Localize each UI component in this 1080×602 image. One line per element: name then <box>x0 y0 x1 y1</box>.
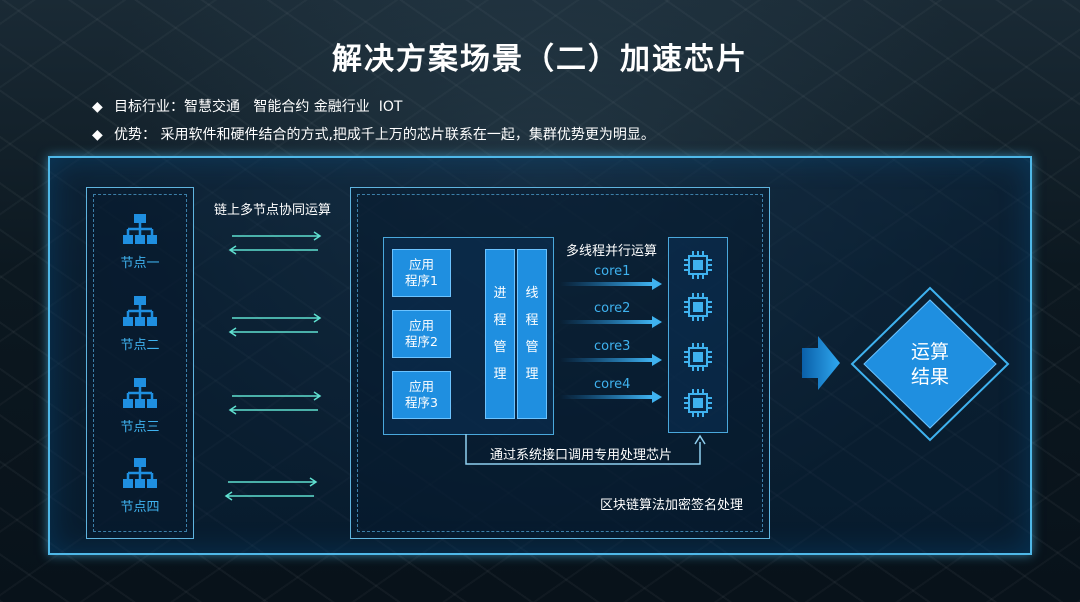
app-label-line2: 程序1 <box>405 273 438 288</box>
node-label: 节点一 <box>120 256 160 271</box>
app-label-line2: 程序2 <box>405 334 438 349</box>
manager-label: 线程管理 <box>525 286 539 382</box>
network-tree-icon <box>123 214 157 244</box>
nodes-panel-inner <box>93 194 187 532</box>
arrow-right-icon <box>560 391 662 403</box>
app-box-1: 应用程序1 <box>392 249 451 297</box>
app-label-line1: 应用 <box>408 257 434 272</box>
chain-label: 链上多节点协同运算 <box>214 203 332 218</box>
double-arrow-icon <box>228 231 322 255</box>
core-label: core4 <box>594 377 631 392</box>
bullet-advantage: ◆ 优势： 采用软件和硬件结合的方式,把成千上万的芯片联系在一起，集群优势更为明显… <box>92 124 655 144</box>
network-tree-icon <box>123 378 157 408</box>
node-label: 节点四 <box>120 500 160 515</box>
node-2: 节点二 <box>100 294 180 353</box>
chip-icon <box>684 251 712 279</box>
bullet-text: 目标行业：智慧交通 智能合约 金融行业 IOT <box>114 99 403 115</box>
network-tree-icon <box>123 458 157 488</box>
chip-icon <box>684 343 712 371</box>
double-arrow-icon <box>228 391 322 415</box>
process-manager-box: 进程管理 <box>485 249 515 419</box>
result-arrow-icon <box>802 336 840 390</box>
arrow-right-icon <box>560 354 662 366</box>
result-diamond <box>850 286 1010 442</box>
bullet-target-industry: ◆ 目标行业：智慧交通 智能合约 金融行业 IOT <box>92 96 402 116</box>
app-box-3: 应用程序3 <box>392 371 451 419</box>
node-sync-arrows <box>224 231 322 501</box>
thread-manager-box: 线程管理 <box>517 249 547 419</box>
node-label: 节点二 <box>120 338 160 353</box>
chip-icon <box>684 293 712 321</box>
double-arrow-icon <box>224 477 318 501</box>
arrow-right-icon <box>560 316 662 328</box>
result-line2: 结果 <box>910 366 949 388</box>
diamond-bullet-icon: ◆ <box>92 99 103 115</box>
bullet-text: 优势： 采用软件和硬件结合的方式,把成千上万的芯片联系在一起，集群优势更为明显。 <box>114 127 655 143</box>
app-label-line2: 程序3 <box>405 395 438 410</box>
arrow-up-icon <box>694 434 706 445</box>
core-label: core1 <box>594 264 631 279</box>
multithread-label: 多线程并行运算 <box>566 244 658 259</box>
manager-label: 进程管理 <box>493 286 507 382</box>
core-label: core3 <box>594 339 631 354</box>
diamond-bullet-icon: ◆ <box>92 127 103 143</box>
node-3: 节点三 <box>100 376 180 435</box>
core-label: core2 <box>594 301 631 316</box>
app-box-2: 应用程序2 <box>392 310 451 358</box>
node-1: 节点一 <box>100 212 180 271</box>
core-arrows <box>560 278 662 403</box>
node-4: 节点四 <box>100 456 180 515</box>
system-call-label: 通过系统接口调用专用处理芯片 <box>490 448 673 463</box>
node-label: 节点三 <box>120 420 160 435</box>
network-tree-icon <box>123 296 157 326</box>
chip-icon <box>684 389 712 417</box>
result-line1: 运算 <box>910 341 949 363</box>
arrow-right-icon <box>560 278 662 290</box>
system-call-connector <box>465 434 706 465</box>
double-arrow-icon <box>228 313 322 337</box>
result-label: 运算 结果 <box>880 340 980 390</box>
app-label-line1: 应用 <box>408 318 434 333</box>
processing-panel-inner <box>357 194 763 532</box>
sign-label: 区块链算法加密签名处理 <box>600 498 744 513</box>
app-label-line1: 应用 <box>408 379 434 394</box>
page-title: 解决方案场景（二）加速芯片 <box>332 42 748 77</box>
